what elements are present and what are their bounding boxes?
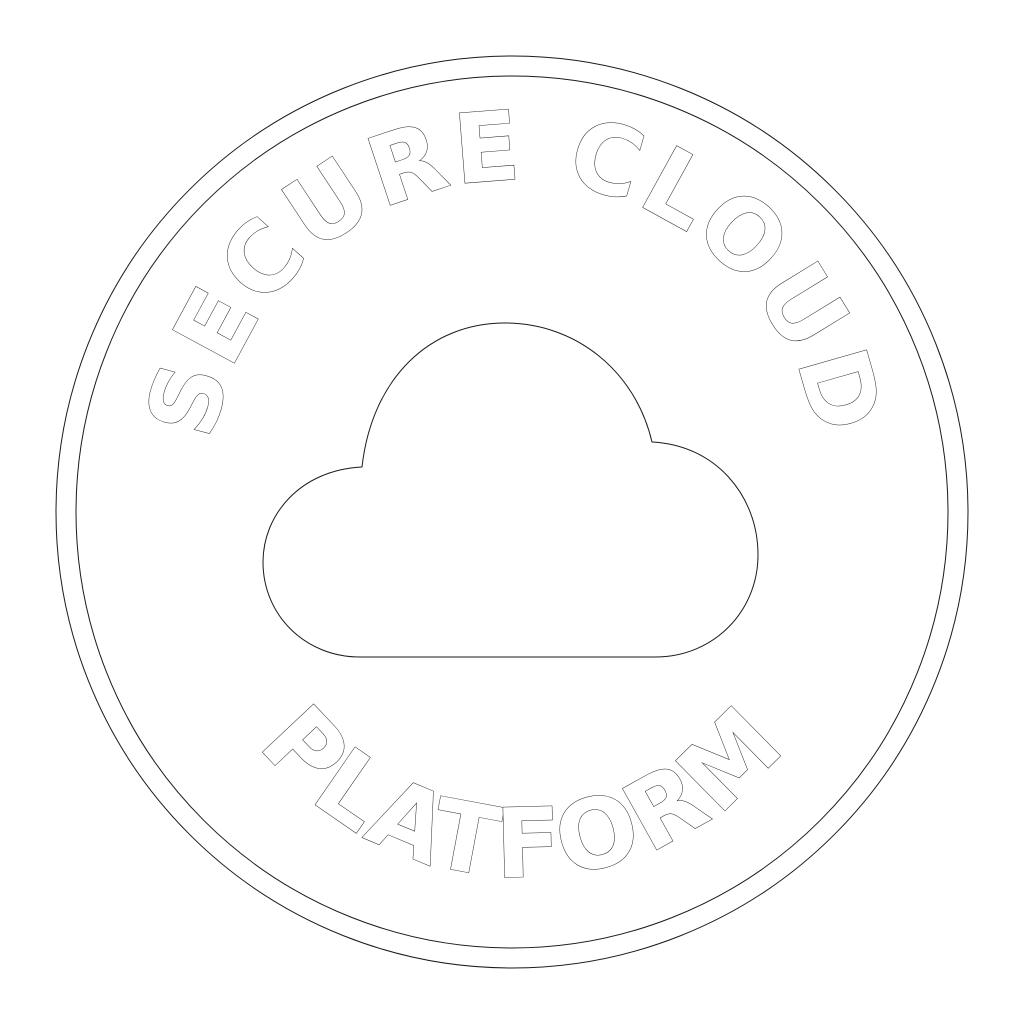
outer-ring — [55, 55, 969, 969]
inner-ring — [75, 75, 949, 949]
cloud-icon — [262, 322, 759, 658]
bottom-arc-text: PLATFORM — [240, 683, 806, 900]
